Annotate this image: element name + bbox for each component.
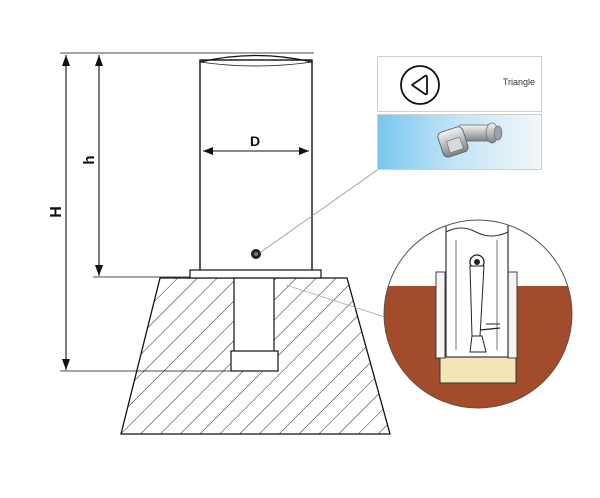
diameter-label: D: [250, 133, 260, 149]
overall-height-label: H: [48, 206, 65, 218]
bollard-base-flange: [189, 269, 322, 279]
anchor-sleeve: [233, 277, 275, 353]
key-photo: [437, 122, 503, 158]
callout-line-detail: [285, 284, 389, 319]
sand-pocket: [439, 356, 517, 384]
anchor-base-plate: [230, 350, 279, 372]
callout-line-key: [260, 167, 381, 253]
bollard-body: [199, 59, 313, 274]
key-type-card: Triangle: [377, 56, 542, 112]
bollard-cap: [199, 54, 313, 63]
key-type-label: Triangle: [502, 77, 535, 87]
detail-circle: [384, 220, 572, 408]
post-height-label: h: [81, 155, 98, 164]
key-photo-card: [377, 114, 542, 170]
triangle-key-icon: [400, 65, 440, 105]
